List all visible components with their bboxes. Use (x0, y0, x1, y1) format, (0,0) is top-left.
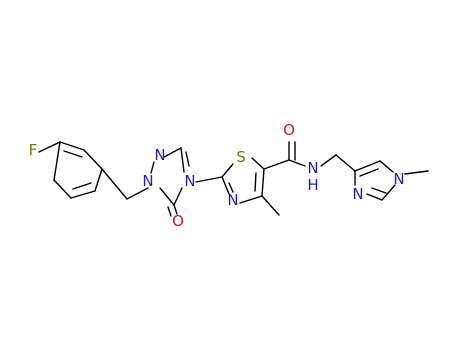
bond (167, 206, 172, 217)
bond (221, 176, 230, 195)
atom-O-triazolone: O (172, 212, 184, 230)
atom-N-triazole-2: N (154, 146, 165, 164)
bond (185, 151, 190, 167)
bond (72, 182, 92, 190)
bond (173, 187, 183, 206)
bond (38, 141, 61, 153)
bond (163, 147, 182, 158)
atom-H-amide: H (307, 176, 318, 194)
bond (404, 170, 429, 175)
bond (320, 154, 337, 167)
atom-O-amide: O (283, 121, 295, 139)
bond (173, 204, 178, 215)
atom-N-triazole-1: N (142, 172, 153, 190)
bond (359, 168, 379, 177)
bond (126, 187, 149, 200)
bond (228, 182, 234, 193)
bond (150, 161, 155, 174)
bond (251, 157, 265, 170)
bond (180, 147, 185, 173)
bond (239, 195, 263, 204)
atom-N-amide: N (307, 159, 318, 177)
bond (83, 149, 103, 170)
bond (94, 168, 103, 192)
atom-labels: F N N N O S N O N H N N (29, 121, 405, 230)
bond (261, 168, 265, 197)
atom-F: F (29, 141, 38, 159)
bond (159, 187, 175, 206)
atom-S-thiazole: S (236, 148, 246, 166)
atom-N-imidazole-3: N (352, 185, 363, 203)
bond (195, 176, 223, 183)
bond (53, 179, 72, 199)
bonds (38, 141, 429, 217)
bond (371, 187, 387, 194)
bond (254, 172, 257, 192)
bond (335, 154, 356, 172)
bond (354, 160, 381, 172)
bond (63, 150, 83, 158)
bond (221, 163, 234, 178)
atom-N-imidazole-1: N (393, 170, 404, 188)
bond (263, 159, 290, 170)
atom-N-triazole-4: N (184, 172, 195, 190)
bond (261, 195, 280, 216)
bond (53, 141, 61, 181)
atom-N-thiazole: N (227, 191, 238, 209)
bond (101, 168, 128, 200)
bond (381, 184, 396, 201)
bond (366, 193, 383, 201)
bond (288, 159, 306, 167)
bond (70, 190, 96, 199)
bond (59, 141, 85, 151)
bond (379, 160, 394, 173)
